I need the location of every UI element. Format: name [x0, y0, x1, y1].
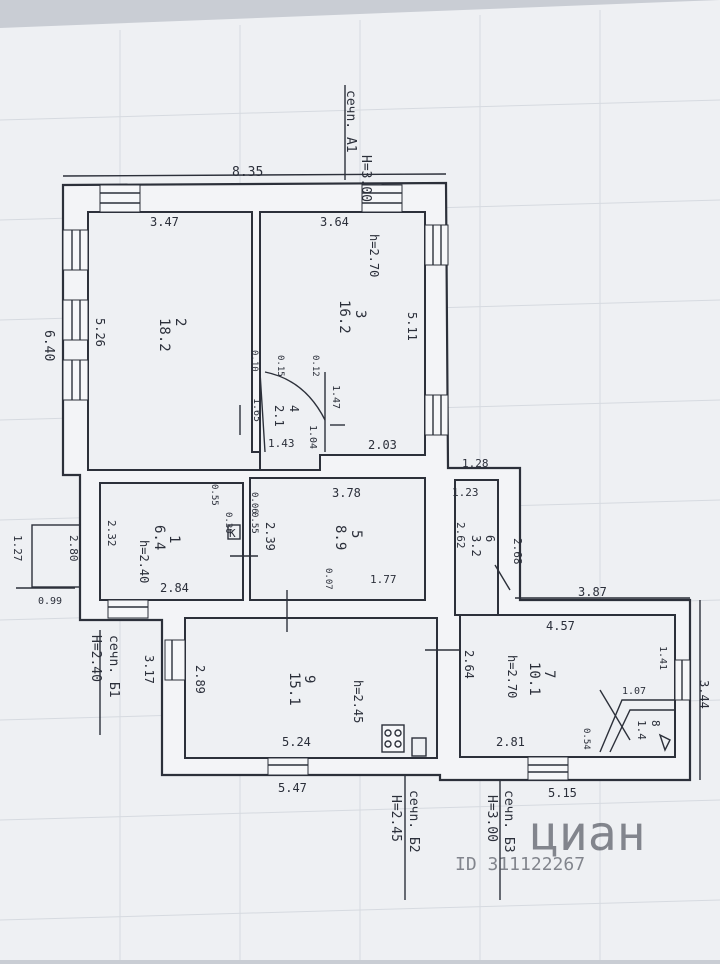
room9-number: 9: [301, 675, 317, 683]
room4-d4: 1.04: [307, 425, 318, 449]
section-b1-label: ceчn. Б1: [106, 635, 121, 698]
room8-area: 1.4: [635, 720, 648, 740]
height-b3-label: H=3.00: [484, 795, 499, 842]
room5-width: 3.78: [332, 486, 361, 500]
room6-area: 3.2: [469, 535, 483, 557]
room9-outer-left: 3.17: [142, 655, 156, 684]
door-arc: [264, 371, 326, 421]
room8-d2: 0.54: [581, 728, 591, 750]
room3-length: 5.11: [405, 312, 419, 341]
room8-number: 8: [649, 720, 662, 727]
room3-area: 16.2: [336, 300, 352, 334]
room1-t2: 0.30: [223, 512, 233, 534]
room7-number: 7: [541, 670, 557, 678]
room3-bottom: 2.03: [368, 438, 397, 452]
room1-width: 2.84: [160, 581, 189, 595]
room5-number: 5: [348, 530, 364, 538]
section-b2-label: ceчn. Б2: [406, 790, 421, 853]
overall-width-label: 8.35: [232, 165, 263, 180]
room5-length: 2.39: [263, 522, 277, 551]
room2-width: 3.47: [150, 215, 179, 229]
section-top-label: ceчn. А1: [343, 90, 358, 153]
room7-area: 10.1: [526, 662, 542, 696]
room8-d1: 1.07: [622, 686, 646, 697]
room6-number: 6: [483, 535, 497, 542]
porch-d3: 0.99: [38, 596, 62, 607]
room4-t2: 0.15: [275, 355, 285, 377]
room9-outer-bottom: 5.47: [278, 781, 307, 795]
room8-d3: 1.41: [657, 646, 668, 670]
room1-t1: 0.55: [209, 484, 219, 506]
room7-outer-bottom: 5.15: [548, 786, 577, 800]
height-top-label: H=3.00: [358, 155, 373, 202]
room4-t1: 0.10: [249, 350, 259, 372]
interior-details: [16, 371, 675, 757]
section-b3-label: ceчn. Б3: [501, 790, 516, 853]
room2-number: 2: [172, 318, 188, 326]
room4-t3: 0.12: [310, 355, 320, 377]
room6-outer-right: 2.68: [511, 538, 524, 565]
room1-number: 1: [166, 535, 182, 543]
watermark-text: циан: [530, 806, 646, 862]
room7-bottom: 2.81: [496, 735, 525, 749]
room4-area: 2.1: [272, 405, 286, 427]
k-symbol: K: [229, 527, 236, 540]
room2-area: 18.2: [156, 318, 172, 352]
room5-t1: 0.06: [249, 492, 259, 514]
windows: [62, 184, 691, 781]
room5-area: 8.9: [332, 525, 348, 550]
room3-width: 3.64: [320, 215, 349, 229]
room1-area: 6.4: [151, 525, 167, 550]
height-b2-label: H=2.45: [388, 795, 403, 842]
room7-width: 4.57: [546, 619, 575, 633]
room7-length: 2.64: [462, 650, 476, 679]
room9-width: 5.24: [282, 735, 311, 749]
room7-outer-right: 3.44: [697, 680, 711, 709]
room9-height: h=2.45: [351, 680, 365, 723]
room1-length: 2.32: [105, 520, 118, 547]
watermark-id: ID 311122267: [455, 854, 585, 875]
sink: [411, 737, 427, 757]
room4-d1: 1.65: [251, 398, 262, 422]
room7-outer-top: 3.87: [578, 585, 607, 599]
room6-length: 2.62: [454, 522, 467, 549]
outer-walls: [61, 181, 692, 782]
room6-width: 1.23: [452, 486, 479, 499]
porch-d1: 1.27: [11, 535, 24, 562]
porch-d2: 2.80: [67, 535, 80, 562]
room2-length: 5.26: [93, 318, 107, 347]
toilet: [658, 733, 671, 752]
room5-t2: 0.55: [249, 512, 259, 534]
room9-area: 15.1: [286, 672, 302, 706]
labels: 8.35 H=3.00 ceчn. А1 6.40 3.47 5.26 2 18…: [11, 90, 711, 875]
room5-t3: 0.07: [323, 568, 333, 590]
height-b1-label: H=2.40: [88, 635, 103, 682]
room5-bottom: 1.77: [370, 573, 397, 586]
room6-outer-top: 1.28: [462, 457, 489, 470]
room9-length: 2.89: [193, 665, 207, 694]
stove: [381, 724, 405, 753]
room1-height: h=2.40: [137, 540, 151, 583]
room4-number: 4: [287, 405, 301, 412]
porch: [31, 524, 81, 588]
left-wall-label: 6.40: [41, 330, 56, 361]
room4-d2: 1.47: [330, 385, 341, 409]
room7-height: h=2.70: [505, 655, 519, 698]
room4-d3: 1.43: [268, 437, 295, 450]
k-box: [227, 524, 241, 540]
room3-height: h=2.70: [367, 234, 381, 277]
dimension-lines: [62, 85, 701, 900]
room3-number: 3: [352, 310, 368, 318]
